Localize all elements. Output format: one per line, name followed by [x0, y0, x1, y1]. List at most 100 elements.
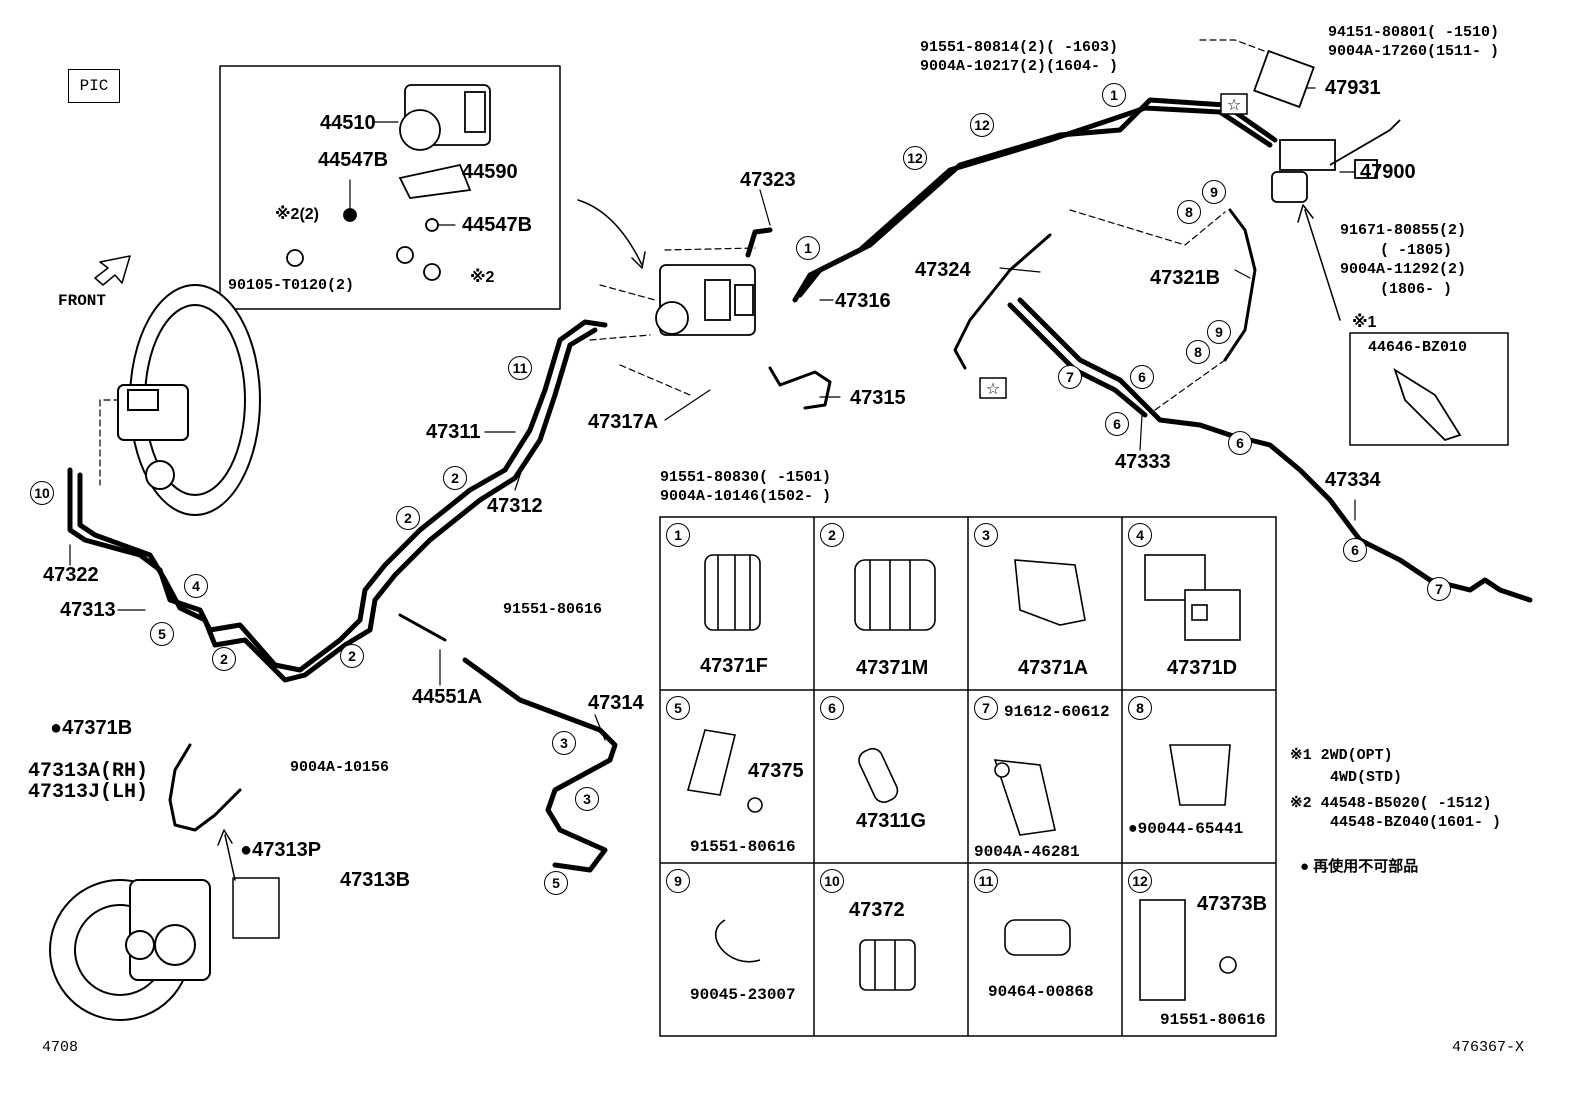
footer-right-code: 476367-X	[1452, 1039, 1525, 1056]
callout-10: 10	[30, 481, 54, 505]
callout-2: 2	[212, 647, 236, 671]
clip-part: 90045-23007	[690, 986, 796, 1004]
callout-2: 2	[443, 466, 467, 490]
label-47313J: 47313J(LH)	[28, 781, 149, 804]
callout-12: 12	[903, 146, 927, 170]
callout-7: 7	[1058, 365, 1082, 389]
label-44547B-a: 44547B	[318, 149, 389, 171]
label-r1: 94151-80801( -1510)	[1328, 24, 1500, 41]
label-bolt-a1: 91551-80830( -1501)	[660, 469, 832, 486]
label-note2-2: ※2(2)	[275, 206, 320, 223]
label-47315: 47315	[850, 387, 906, 409]
clip-part: 47375	[748, 760, 804, 782]
note-2b: 44548-BZ040(1601- )	[1330, 814, 1502, 831]
note-2a: ※2 44548-B5020( -1512)	[1290, 795, 1492, 812]
clip-cell-1: 1 47371F	[660, 517, 812, 689]
callout-6: 6	[1105, 412, 1129, 436]
clip-cell-9: 9 90045-23007	[660, 863, 812, 1035]
callout-4: 4	[184, 574, 208, 598]
callout-2: 2	[396, 506, 420, 530]
callout-1: 1	[796, 236, 820, 260]
svg-text:☆: ☆	[1227, 95, 1241, 114]
clip-cell-num: 8	[1128, 696, 1152, 720]
label-44551A: 44551A	[412, 686, 483, 708]
callout-5: 5	[544, 871, 568, 895]
clip-cell-num: 7	[974, 696, 998, 720]
clip-cell-num: 2	[820, 523, 844, 547]
label-47317A: 47317A	[588, 411, 659, 433]
clip-part: ●90044-65441	[1128, 820, 1244, 838]
label-bolt-a2: 9004A-10146(1502- )	[660, 488, 832, 505]
label-r6: (1806- )	[1380, 281, 1453, 298]
callout-9: 9	[1207, 320, 1231, 344]
callout-3: 3	[552, 731, 576, 755]
label-r2: 9004A-17260(1511- )	[1328, 43, 1500, 60]
clip-cell-num: 12	[1128, 869, 1152, 893]
inset-box-abs	[219, 65, 561, 310]
clip-part: 9004A-46281	[974, 843, 1080, 861]
label-47931: 47931	[1325, 77, 1381, 99]
callout-6: 6	[1343, 538, 1367, 562]
clip-table-grid	[659, 516, 1277, 1037]
clip-cell-3: 3 47371A	[968, 517, 1120, 689]
callout-12: 12	[970, 113, 994, 137]
callout-7: 7	[1427, 577, 1451, 601]
label-44510: 44510	[320, 112, 376, 134]
clip-part: 47371F	[700, 655, 768, 677]
label-47334: 47334	[1325, 469, 1381, 491]
clip-cell-8: 8 ●90044-65441	[1122, 690, 1274, 862]
clip-part: 47311G	[856, 810, 927, 832]
label-note1-ref: ※1	[1352, 314, 1377, 331]
callout-11: 11	[508, 356, 532, 380]
label-r4: ( -1805)	[1380, 242, 1453, 259]
label-90105: 90105-T0120(2)	[228, 277, 355, 294]
clip-cell-5: 5 47375 91551-80616	[660, 690, 812, 862]
label-47316: 47316	[835, 290, 891, 312]
callout-2: 2	[340, 644, 364, 668]
rear-valve	[1253, 49, 1462, 442]
note-1a: ※1 2WD(OPT)	[1290, 747, 1393, 764]
label-91551-80616: 91551-80616	[503, 601, 603, 618]
brake-caliper	[49, 879, 211, 1021]
clip-cell-num: 6	[820, 696, 844, 720]
label-47313: 47313	[60, 599, 116, 621]
callout-1: 1	[1102, 83, 1126, 107]
callout-6: 6	[1130, 365, 1154, 389]
dashed-leaders	[99, 39, 1276, 486]
label-r3: 91671-80855(2)	[1340, 222, 1467, 239]
svg-text:☆: ☆	[986, 379, 1000, 398]
label-47333: 47333	[1115, 451, 1171, 473]
label-note2: ※2	[470, 269, 495, 286]
abs-unit-inset	[286, 84, 491, 281]
clip-cell-num: 4	[1128, 523, 1152, 547]
label-47323: 47323	[740, 169, 796, 191]
brake-booster	[117, 284, 261, 516]
callout-5: 5	[150, 622, 174, 646]
clip-illustrations	[686, 554, 1241, 1001]
clip-cell-10: 10 47372	[814, 863, 966, 1035]
label-47313P: ●47313P	[240, 839, 322, 861]
label-47322: 47322	[43, 564, 99, 586]
clip-cell-num: 5	[666, 696, 690, 720]
note-3: ● 再使用不可部品	[1300, 858, 1419, 875]
clip-cell-num: 10	[820, 869, 844, 893]
label-47324: 47324	[915, 259, 971, 281]
label-47321B: 47321B	[1150, 267, 1221, 289]
label-9004A-10156: 9004A-10156	[290, 759, 390, 776]
clip-cell-7: 7 91612-60612 9004A-46281	[968, 690, 1120, 862]
clip-cell-11: 11 90464-00868	[968, 863, 1120, 1035]
clip-part: 47373B	[1197, 893, 1268, 915]
star-markers	[979, 93, 1248, 399]
secondary-pipes	[168, 208, 1257, 832]
note-1b: 4WD(STD)	[1330, 769, 1403, 786]
label-44646-BZ010: 44646-BZ010	[1368, 339, 1468, 356]
clip-part: 91551-80616	[690, 838, 796, 856]
clip-cell-num: 9	[666, 869, 690, 893]
clip-part: 47372	[849, 899, 905, 921]
label-47311: 47311	[426, 421, 481, 443]
callout-8: 8	[1177, 200, 1201, 224]
callout-6: 6	[1228, 431, 1252, 455]
clip-part: 47371D	[1167, 657, 1238, 679]
main-brake-pipes	[67, 97, 1533, 873]
